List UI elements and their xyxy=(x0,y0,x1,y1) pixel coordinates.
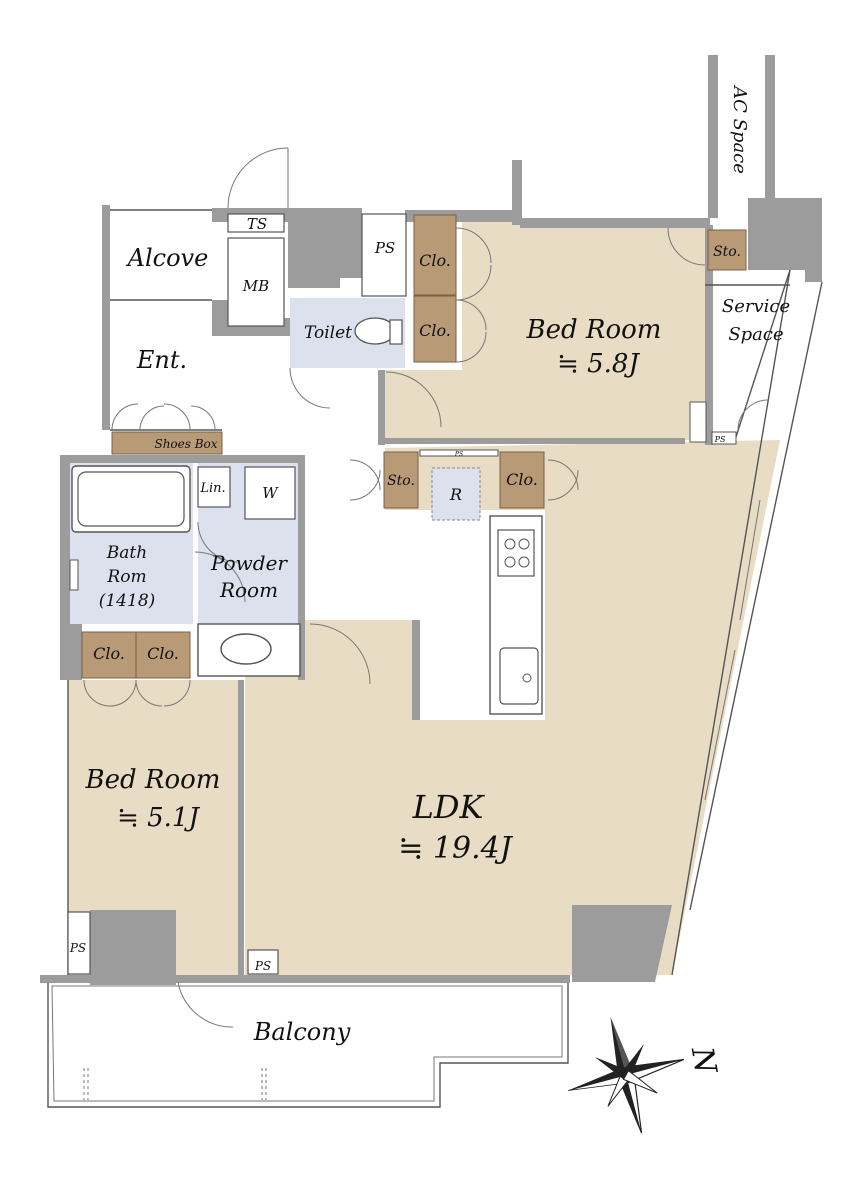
sto-label-1: Sto. xyxy=(713,244,741,260)
ps-label-top: PS xyxy=(374,239,395,257)
service-label-2: Space xyxy=(728,324,783,345)
door-swings xyxy=(83,147,769,1028)
bath-label-2: Rom xyxy=(106,567,146,587)
ps-label-bed: PS xyxy=(69,941,86,955)
clo-label-5: Clo. xyxy=(147,644,179,663)
linen-label: Lin. xyxy=(199,481,225,496)
ldk-name: LDK xyxy=(412,788,486,826)
bathtub xyxy=(69,465,191,591)
ps-label-kitchen: PS xyxy=(454,451,463,458)
powder-label-2: Room xyxy=(219,578,278,602)
toilet-fixture xyxy=(354,317,403,345)
sink xyxy=(197,623,301,677)
bed-room-north-floor xyxy=(385,212,705,440)
ps-label-ldk: PS xyxy=(254,959,271,973)
kitchen-counter xyxy=(489,515,543,715)
bath-label-1: Bath xyxy=(106,543,147,563)
sto-label-2: Sto. xyxy=(387,473,415,489)
balcony-label: Balcony xyxy=(253,1018,351,1046)
ldk-size: ≒ 19.4J xyxy=(398,831,513,866)
mb-label: MB xyxy=(242,277,269,295)
walls xyxy=(40,55,822,985)
washer-label: W xyxy=(262,484,279,502)
bed-room-south-name: Bed Room xyxy=(85,765,221,795)
toilet-label: Toilet xyxy=(304,323,352,343)
clo-label-2: Clo. xyxy=(419,321,451,340)
compass-north-label: N xyxy=(684,1043,724,1078)
clo-label-1: Clo. xyxy=(419,251,451,270)
shoes-box-label: Shoes Box xyxy=(154,437,217,451)
bed-room-south-size: ≒ 5.1J xyxy=(117,803,200,833)
bed-room-north-name: Bed Room xyxy=(526,315,662,345)
ps-label-service: PS xyxy=(714,435,726,444)
ldk-floor xyxy=(245,440,780,975)
clo-label-3: Clo. xyxy=(506,470,538,489)
ac-space-label: AC Space xyxy=(729,84,750,174)
closets xyxy=(81,214,747,679)
service-label-1: Service xyxy=(722,296,790,317)
entrance-label: Ent. xyxy=(136,346,187,374)
bath-label-3: (1418) xyxy=(99,591,156,611)
powder-label-1: Powder xyxy=(210,551,288,575)
compass-icon xyxy=(567,1017,685,1134)
fridge-space xyxy=(431,467,481,521)
clo-label-4: Clo. xyxy=(93,644,125,663)
ts-label: TS xyxy=(247,215,267,233)
fridge-label: R xyxy=(449,485,462,504)
bed-room-south-floor xyxy=(68,680,240,975)
alcove-label: Alcove xyxy=(126,244,209,272)
bed-room-north-size: ≒ 5.8J xyxy=(557,349,640,379)
